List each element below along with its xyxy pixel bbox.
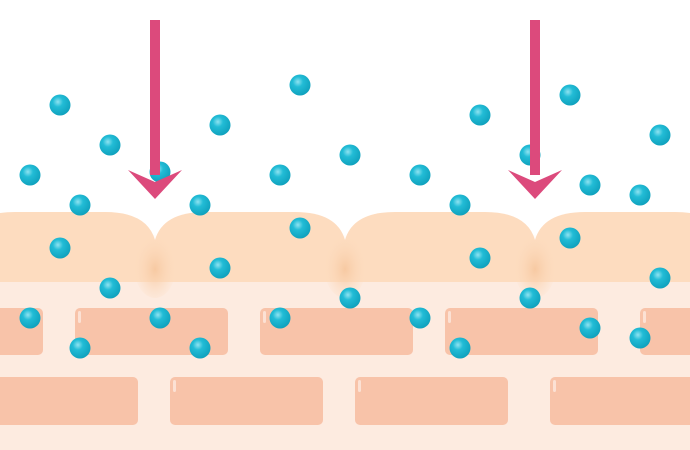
particle-icon	[339, 287, 361, 309]
cell-seam	[323, 226, 367, 298]
particle-icon	[519, 287, 541, 309]
particle-icon	[49, 94, 71, 116]
particle-icon	[469, 104, 491, 126]
particle-icon	[629, 327, 651, 349]
lower-cell-bricks	[0, 308, 690, 425]
particle-icon	[559, 227, 581, 249]
particle-icon	[579, 174, 601, 196]
arrow-head	[128, 170, 182, 199]
particle-icon	[99, 277, 121, 299]
lower-cell	[445, 308, 598, 355]
upper-cell	[0, 212, 155, 282]
particle-icon	[69, 194, 91, 216]
particle-icon	[449, 337, 471, 359]
cell-highlight	[643, 311, 646, 323]
particle-icon	[339, 144, 361, 166]
arrow-shaft	[150, 20, 160, 175]
particles	[19, 74, 671, 359]
particle-icon	[289, 74, 311, 96]
particle-icon	[649, 267, 671, 289]
particle-icon	[409, 164, 431, 186]
cell-highlight	[553, 380, 556, 392]
cell-highlight	[448, 311, 451, 323]
particle-icon	[49, 237, 71, 259]
particle-icon	[149, 307, 171, 329]
cell-seam	[513, 226, 557, 298]
particle-icon	[189, 337, 211, 359]
lower-cell	[640, 308, 690, 355]
upper-cell	[155, 212, 345, 282]
lower-cell	[260, 308, 413, 355]
particle-icon	[649, 124, 671, 146]
particle-icon	[99, 134, 121, 156]
particle-icon	[209, 114, 231, 136]
particle-icon	[409, 307, 431, 329]
particle-icon	[449, 194, 471, 216]
lower-cell	[355, 377, 508, 425]
particle-icon	[69, 337, 91, 359]
particle-icon	[19, 307, 41, 329]
arrow-shaft	[530, 20, 540, 175]
cell-seam	[133, 226, 177, 298]
particle-icon	[629, 184, 651, 206]
particle-icon	[579, 317, 601, 339]
cell-highlight	[173, 380, 176, 392]
particle-icon	[469, 247, 491, 269]
upper-cell	[345, 212, 535, 282]
cell-highlight	[358, 380, 361, 392]
particle-icon	[269, 307, 291, 329]
arrow-down-icon	[128, 20, 182, 199]
particle-icon	[559, 84, 581, 106]
particle-icon	[269, 164, 291, 186]
lower-cell	[75, 308, 228, 355]
cell-highlight	[78, 311, 81, 323]
lower-cell	[550, 377, 690, 425]
arrows	[128, 20, 562, 199]
arrow-head	[508, 170, 562, 199]
particle-icon	[189, 194, 211, 216]
arrow-down-icon	[508, 20, 562, 199]
particle-icon	[289, 217, 311, 239]
lower-cell	[170, 377, 323, 425]
particle-icon	[209, 257, 231, 279]
cell-highlight	[263, 311, 266, 323]
particle-icon	[19, 164, 41, 186]
lower-cell	[0, 377, 138, 425]
